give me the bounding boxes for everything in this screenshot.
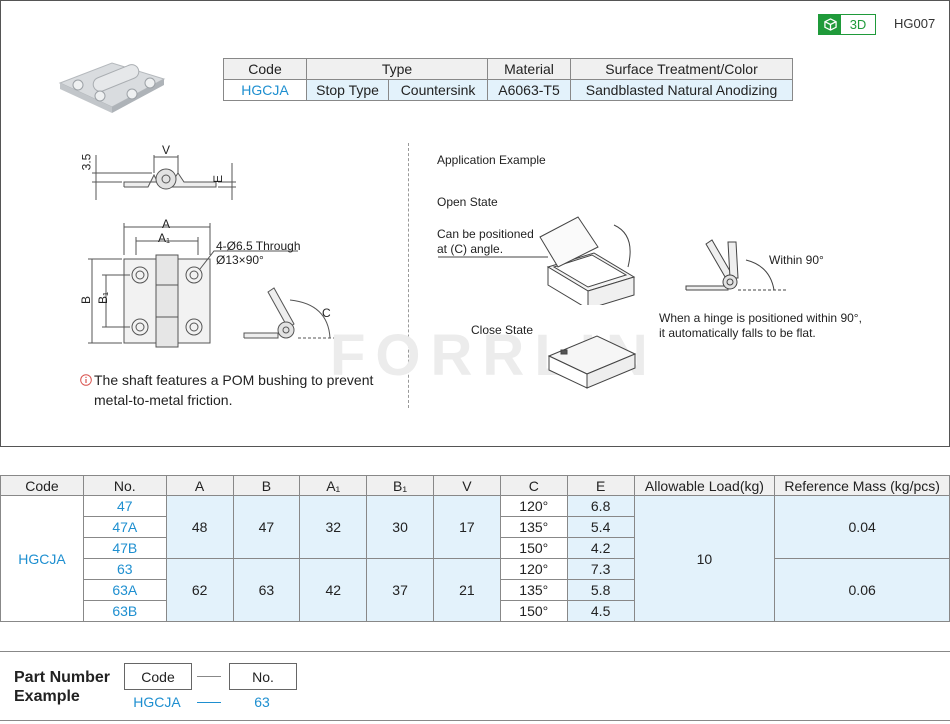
e-cell: 4.2 — [566, 537, 635, 559]
code-box: Code — [124, 663, 192, 690]
part-number-title-1: Part Number — [14, 669, 111, 686]
no-value: 63 — [254, 694, 270, 710]
e-cell: 5.4 — [566, 516, 635, 538]
no-box: No. — [229, 663, 297, 690]
open-box-drawing — [438, 216, 636, 305]
dim-b: B — [79, 295, 94, 305]
spec-type-1: Stop Type — [305, 79, 390, 101]
spec-header-surface: Surface Treatment/Color — [570, 58, 793, 80]
part-number-top-rule — [0, 651, 950, 652]
series-code: HG007 — [894, 16, 936, 31]
dim-v: V — [162, 143, 171, 157]
dim-header: B — [232, 475, 301, 496]
open-note-2: at (C) angle. — [437, 242, 504, 256]
c-cell: 135° — [499, 516, 568, 538]
a1-cell: 42 — [299, 558, 368, 622]
a-cell: 48 — [165, 495, 234, 559]
3d-label: 3D — [849, 17, 867, 32]
spec-header-type: Type — [306, 58, 488, 80]
dim-header: V — [433, 475, 501, 496]
dim-header: A — [165, 475, 234, 496]
dim-b1: B₁ — [96, 291, 111, 305]
spec-material: A6063-T5 — [487, 79, 571, 101]
no-cell[interactable]: 63B — [82, 600, 167, 622]
code-value: HGCJA — [133, 694, 181, 710]
dim-header: No. — [82, 475, 167, 496]
dim-header: Reference Mass (kg/pcs) — [774, 475, 950, 496]
3d-badge[interactable]: 3D — [818, 14, 876, 35]
hole-note-1: 4-Ø6.5 Through — [216, 239, 301, 253]
dim-e: E — [211, 174, 226, 184]
spec-header-material: Material — [487, 58, 571, 80]
spec-surface: Sandblasted Natural Anodizing — [570, 79, 793, 101]
e-cell: 7.3 — [566, 558, 635, 580]
info-icon — [80, 373, 92, 391]
cube-icon — [819, 15, 841, 34]
load-cell: 10 — [633, 495, 776, 622]
dimension-table: Code No. A B A₁ B₁ V C E Allowable Load(… — [0, 475, 950, 622]
c-cell: 150° — [499, 537, 568, 559]
dim-header: Allowable Load(kg) — [633, 475, 776, 496]
b1-cell: 30 — [366, 495, 434, 559]
section-divider — [408, 143, 409, 408]
value-separator — [197, 702, 221, 703]
c-cell: 120° — [499, 495, 568, 517]
hole-note-2: Ø13×90° — [216, 253, 264, 267]
no-cell[interactable]: 63A — [82, 579, 167, 601]
hinge-product-image — [58, 62, 166, 113]
code-no-separator — [197, 676, 221, 677]
e-cell: 6.8 — [566, 495, 635, 517]
front-view-drawing — [88, 223, 298, 348]
part-number-bottom-rule — [0, 720, 950, 721]
dim-header: A₁ — [299, 475, 368, 496]
dim-c: C — [322, 306, 331, 320]
mass-cell: 0.06 — [774, 558, 950, 622]
part-number-title-2: Example — [14, 688, 80, 705]
dim-header: Code — [0, 475, 84, 496]
a1-cell: 32 — [299, 495, 368, 559]
close-state-label: Close State — [471, 323, 534, 337]
side-view-drawing — [92, 155, 236, 200]
part-number-title: Part Number Example — [14, 668, 110, 706]
open-state-label: Open State — [437, 195, 498, 209]
b-cell: 47 — [232, 495, 301, 559]
spec-header-code: Code — [223, 58, 307, 80]
open-note-1: Can be positioned — [437, 227, 534, 241]
v-cell: 21 — [433, 558, 501, 622]
hinge-note-2: it automatically falls to be flat. — [659, 326, 816, 340]
b1-cell: 37 — [366, 558, 434, 622]
v-cell: 17 — [433, 495, 501, 559]
dim-3-5: 3.5 — [79, 153, 94, 171]
e-cell: 4.5 — [566, 600, 635, 622]
c-cell: 150° — [499, 600, 568, 622]
hinge-note-1: When a hinge is positioned within 90°, — [659, 311, 862, 325]
mass-cell: 0.04 — [774, 495, 950, 559]
closed-box-drawing — [547, 335, 637, 389]
e-cell: 5.8 — [566, 579, 635, 601]
shaft-note: The shaft features a POM bushing to prev… — [94, 372, 374, 408]
dim-a1: A₁ — [158, 231, 171, 245]
c-cell: 135° — [499, 579, 568, 601]
a-cell: 62 — [165, 558, 234, 622]
spec-type-2: Countersink — [388, 79, 488, 101]
dim-a: A — [162, 217, 171, 231]
application-title: Application Example — [437, 153, 546, 167]
no-cell[interactable]: 47 — [82, 495, 167, 517]
no-cell[interactable]: 47A — [82, 516, 167, 538]
within-90-label: Within 90° — [769, 253, 824, 267]
no-cell[interactable]: 63 — [82, 558, 167, 580]
dim-header: B₁ — [366, 475, 434, 496]
angle-view-drawing — [243, 287, 346, 339]
hinge-fall-drawing — [685, 239, 786, 291]
spec-code[interactable]: HGCJA — [223, 79, 307, 101]
dim-header: C — [499, 475, 568, 496]
dim-code[interactable]: HGCJA — [0, 495, 84, 622]
no-cell[interactable]: 47B — [82, 537, 167, 559]
c-cell: 120° — [499, 558, 568, 580]
spec-table: Code Type Material Surface Treatment/Col… — [223, 58, 793, 101]
b-cell: 63 — [232, 558, 301, 622]
dim-header: E — [566, 475, 635, 496]
